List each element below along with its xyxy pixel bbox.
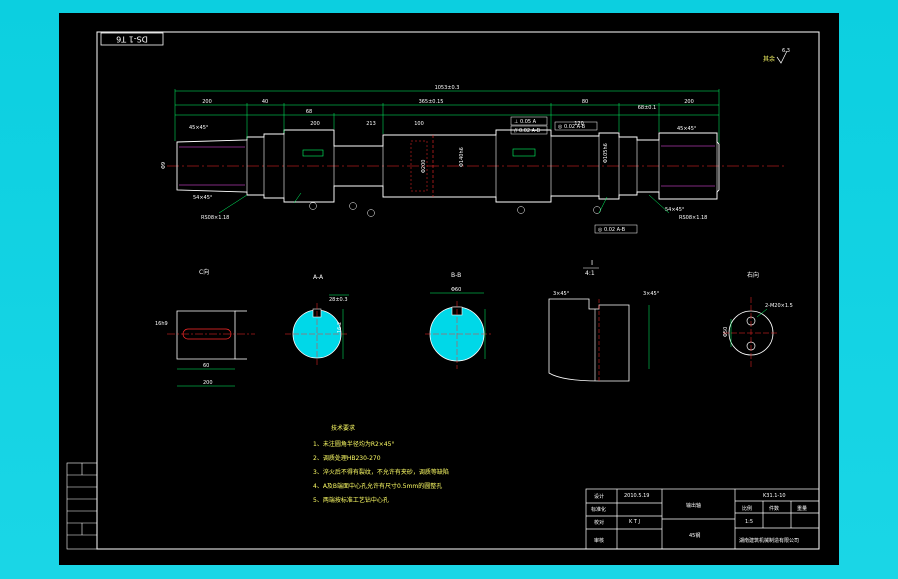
svg-text:80: 80 [582,99,588,105]
svg-text:200: 200 [203,380,213,386]
svg-text:16h9: 16h9 [155,321,168,327]
svg-text:60: 60 [203,363,209,369]
tb-row-label: 审核 [594,537,604,544]
svg-text:68: 68 [306,109,312,115]
tb-signature: K T J [629,519,640,525]
svg-text:200: 200 [202,99,212,105]
tech-req-item: 1、未注圆角半径均为R2×45° [313,440,394,448]
shaft-step-lines [246,130,718,202]
svg-text:◎ 0.02 A-B: ◎ 0.02 A-B [598,227,626,233]
right-end-view: 右向 2-M20×1.5 Φ50 [723,271,793,369]
svg-text:200: 200 [310,121,320,127]
tb-header: 重量 [797,505,807,512]
svg-text:◎ 0.02 A-B: ◎ 0.02 A-B [558,124,586,130]
tb-row-label: 校对 [594,519,604,526]
svg-text:28±0.3: 28±0.3 [329,297,348,303]
svg-text:2-M20×1.5: 2-M20×1.5 [765,303,793,309]
roughness-value: 6.3 [782,48,790,54]
view-c-label: C向 [199,268,209,276]
section-mark [410,140,428,192]
keyway-right [512,148,536,157]
svg-text:Φ140h6: Φ140h6 [459,147,465,167]
tb-part-name: 输出轴 [686,502,701,509]
title-block: 设计 标准化 校对 审核 2010.5.19 K T J 输出轴 45钢 K31… [585,488,820,550]
svg-text:68±0.1: 68±0.1 [638,105,657,111]
leader-lines [218,192,670,214]
drawing-number: DS-1 T6 [116,35,148,44]
section-aa-label: A-A [313,274,324,281]
tb-row-label: 标准化 [591,506,606,513]
datum-markers [309,202,601,217]
detail-label: I [591,259,593,267]
tb-date: 2010.5.19 [624,493,649,499]
tech-req-item: 5、两端按标准工艺钻中心孔 [313,496,389,504]
keyway-left [302,149,324,157]
svg-text:213: 213 [366,121,376,127]
svg-text:45×45°: 45×45° [677,126,697,132]
border-frame [96,31,820,550]
top-dimension-texts: 1053±0.3 200 40 68 365±0.15 80 200 200 2… [202,85,694,127]
tb-company: 湖南建筑机械制造有限公司 [739,537,799,544]
svg-text:RS08×1.18: RS08×1.18 [201,215,229,221]
tb-row-label: 设计 [594,493,604,500]
svg-text:Φ200: Φ200 [421,160,427,173]
svg-text:Φ9: Φ9 [161,162,167,169]
svg-text:Φ50: Φ50 [723,327,729,337]
top-dimensions [174,89,720,143]
tb-header: 比例 [742,505,752,512]
main-shaft-view: 1053±0.3 200 40 68 365±0.15 80 200 200 2… [161,85,787,234]
spline-lines [179,145,715,187]
tb-scale: 1:5 [745,519,753,525]
tech-req-item: 2、调质处理HB230-270 [313,454,381,462]
svg-text:120: 120 [574,121,584,127]
svg-text:Φ60: Φ60 [451,287,461,293]
svg-text:45×45°: 45×45° [189,125,209,131]
section-aa: A-A 28±0.3 16.2 [285,274,349,365]
detail-scale: 4:1 [585,270,595,277]
svg-text:3×45°: 3×45° [643,291,660,297]
svg-text:100: 100 [414,121,424,127]
section-bb-label: B-B [451,272,461,279]
tolerance-frames [510,116,638,234]
svg-text:// 0.02 A-B: // 0.02 A-B [514,128,541,134]
svg-text:365±0.15: 365±0.15 [419,99,444,105]
svg-text:3×45°: 3×45° [553,291,570,297]
svg-text:⊥ 0.05 A: ⊥ 0.05 A [514,119,537,125]
left-revision-table [66,462,98,550]
svg-text:54×45°: 54×45° [193,195,213,201]
svg-text:RS08×1.18: RS08×1.18 [679,215,707,221]
cad-drawing: DS-1 T6 其余 6.3 [66,31,820,550]
right-view-label: 右向 [747,271,759,279]
svg-text:40: 40 [262,99,268,105]
diameter-texts: Φ9 Φ200 Φ140h6 Φ105h6 [161,143,609,173]
section-bb: B-B Φ60 [425,272,491,369]
svg-text:Φ105h6: Φ105h6 [603,143,609,163]
svg-text:54×45°: 54×45° [665,207,685,213]
svg-text:200: 200 [684,99,694,105]
technical-requirements: 技术要求 1、未注圆角半径均为R2×45° 2、调质处理HB230-270 3、… [313,424,449,504]
detail-i: I 4:1 3×45° 3×45° [548,259,660,383]
view-c: C向 60 200 16h9 [155,268,255,387]
drawing-number-box: DS-1 T6 [100,32,164,46]
svg-text:16.2: 16.2 [337,322,343,333]
tb-header: 件数 [769,505,779,512]
tb-material: 45钢 [689,532,700,539]
tech-req-item: 4、A及B端面中心孔允许有尺寸0.5mm的圆整孔 [313,482,442,490]
drawing-sheet: DS-1 T6 其余 6.3 [59,13,839,565]
tech-req-item: 3、淬火后不得有裂纹，不允许有夹砂，调质等缺陷 [313,468,449,476]
svg-text:1053±0.3: 1053±0.3 [435,85,460,91]
tb-code: K31.1-10 [763,493,786,499]
tech-req-title: 技术要求 [331,424,355,432]
roughness-mark: 其余 6.3 [763,48,790,64]
roughness-label: 其余 [763,55,775,63]
